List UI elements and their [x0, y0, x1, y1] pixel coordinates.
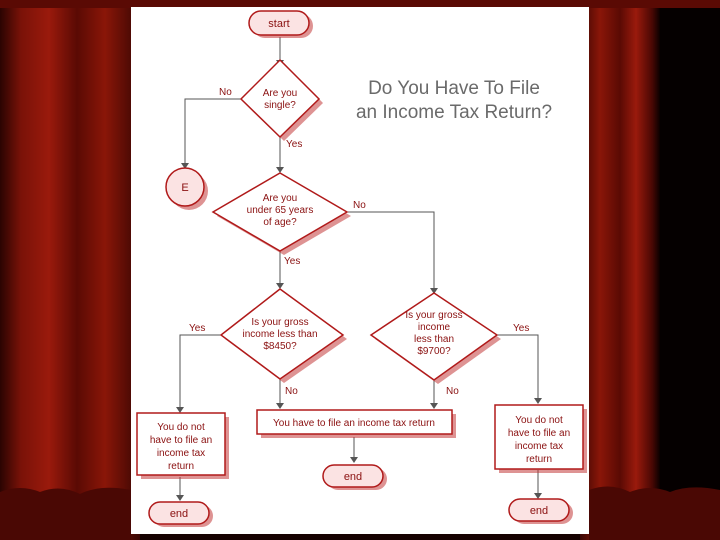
edge-label-under-no: No — [285, 386, 298, 397]
result-center-label: You have to file an income tax return — [273, 418, 435, 429]
decision-age: Are you under 65 years of age? — [213, 173, 351, 255]
edge-label-single-no: No — [219, 87, 232, 98]
result-left-line2: have to file an — [150, 435, 212, 446]
decision-income-under-line1: Is your gross — [251, 317, 308, 328]
decision-single: Are you single? — [241, 60, 323, 141]
flowchart: start Are you single? Do You Have To Fil… — [131, 7, 589, 534]
edge-label-under-yes: Yes — [189, 323, 205, 334]
end-center-label: end — [344, 471, 362, 483]
edge-label-age-no: No — [353, 200, 366, 211]
result-file-center: You have to file an income tax return — [257, 410, 456, 438]
edge-label-over-no: No — [446, 386, 459, 397]
connector-e: E — [166, 168, 208, 210]
edge-label-age-yes: Yes — [284, 256, 300, 267]
end-left-label: end — [170, 508, 188, 520]
decision-income-under-line2: income less than — [242, 329, 317, 340]
decision-income-over-line2: income — [418, 322, 451, 333]
decision-income-over-65: Is your gross income less than $9700? — [371, 293, 501, 384]
page-title-line1: Do You Have To File — [368, 78, 540, 99]
end-right-label: end — [530, 505, 548, 517]
start-label: start — [268, 18, 289, 30]
result-no-file-left: You do not have to file an income tax re… — [137, 413, 229, 479]
decision-income-over-line3: less than — [414, 334, 454, 345]
decision-income-under-line3: $8450? — [263, 341, 297, 352]
end-terminal-right: end — [509, 499, 573, 524]
result-right-line4: return — [526, 454, 552, 465]
result-no-file-right: You do not have to file an income tax re… — [495, 405, 587, 473]
result-right-line2: have to file an — [508, 428, 570, 439]
result-right-line1: You do not — [515, 415, 563, 426]
decision-single-line2: single? — [264, 100, 296, 111]
result-right-line3: income tax — [515, 441, 563, 452]
edge-label-single-yes: Yes — [286, 139, 302, 150]
result-left-line4: return — [168, 461, 194, 472]
decision-age-line1: Are you — [263, 193, 297, 204]
result-left-line3: income tax — [157, 448, 205, 459]
decision-single-line1: Are you — [263, 88, 297, 99]
decision-income-over-line4: $9700? — [417, 346, 451, 357]
connector-e-label: E — [181, 182, 188, 194]
page-title-line2: an Income Tax Return? — [356, 102, 552, 123]
decision-income-under-65: Is your gross income less than $8450? — [221, 289, 347, 383]
end-terminal-center: end — [323, 465, 387, 490]
decision-age-line3: of age? — [263, 217, 297, 228]
end-terminal-left: end — [149, 502, 213, 527]
result-left-line1: You do not — [157, 422, 205, 433]
flowchart-slide: start Are you single? Do You Have To Fil… — [131, 7, 589, 534]
decision-income-over-line1: Is your gross — [405, 310, 462, 321]
edge-label-over-yes: Yes — [513, 323, 529, 334]
start-terminal: start — [249, 11, 313, 38]
decision-age-line2: under 65 years — [247, 205, 314, 216]
